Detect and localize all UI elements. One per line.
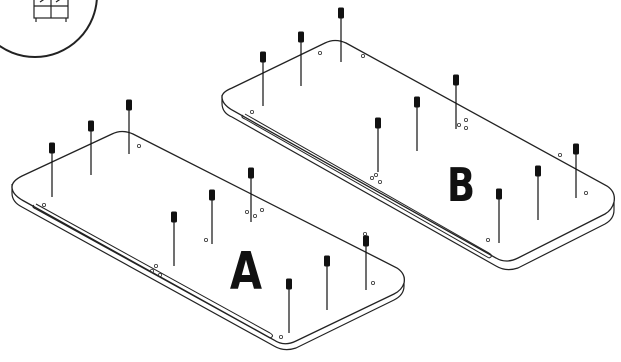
inset-thumbnail — [0, 0, 98, 58]
panel-b-holes — [249, 51, 589, 242]
pin — [535, 165, 541, 220]
panel-b-top — [221, 39, 615, 262]
pin — [88, 120, 94, 175]
panel-a-top — [11, 130, 405, 345]
panel-b: B — [221, 7, 615, 271]
panel-a-pins — [49, 99, 369, 333]
pin — [171, 211, 177, 266]
pin — [573, 143, 579, 198]
pin — [286, 278, 292, 333]
pin — [453, 74, 459, 129]
pin — [338, 7, 344, 62]
panel-a-label-box: A — [226, 236, 266, 302]
panel-b-groove — [244, 113, 490, 259]
pin — [248, 167, 254, 222]
pin — [209, 189, 215, 244]
panel-b-pins — [260, 7, 579, 243]
panel-a-holes — [42, 143, 375, 339]
panel-a-groove — [35, 203, 271, 339]
pin — [363, 235, 369, 290]
panel-b-label-box: B — [443, 156, 479, 212]
pin — [298, 31, 304, 86]
panel-b-label: B — [447, 158, 475, 212]
pin — [496, 188, 502, 243]
panel-a-label: A — [230, 242, 263, 303]
pin — [126, 99, 132, 154]
pin — [260, 51, 266, 106]
pin — [49, 142, 55, 197]
pin — [324, 255, 330, 310]
pin — [414, 96, 420, 151]
panel-a: A — [11, 99, 405, 351]
pin — [375, 117, 381, 172]
furniture-thumbnail-icon — [33, 0, 69, 22]
